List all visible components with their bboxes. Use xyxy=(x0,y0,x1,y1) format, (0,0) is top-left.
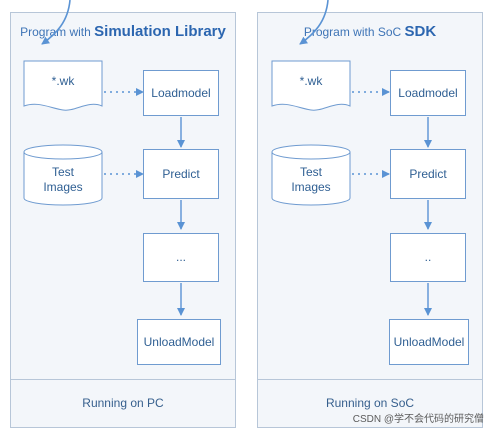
left-predict-box: Predict xyxy=(143,149,219,199)
right-file-label: *.wk xyxy=(299,73,323,88)
left-panel-title: Program with Simulation Library xyxy=(11,23,235,40)
right-footer-label: Running on SoC xyxy=(325,396,415,410)
left-panel-footer: Running on PC xyxy=(11,379,235,427)
csdn-watermark: CSDN @学不会代码的研究僧 xyxy=(352,414,484,425)
right-ellipsis-box: .. xyxy=(390,233,466,282)
right-images-label: Test Images xyxy=(272,159,350,201)
left-footer-label: Running on PC xyxy=(82,396,164,410)
right-panel-footer: Running on SoC xyxy=(258,379,482,427)
left-title-prefix: Program with xyxy=(20,25,95,39)
left-images-label-line1: Test xyxy=(51,165,74,179)
right-loadmodel-box: Loadmodel xyxy=(390,70,466,116)
right-predict-box: Predict xyxy=(390,149,466,199)
left-images-label-line2: Images xyxy=(43,180,83,194)
left-title-strong: Simulation Library xyxy=(94,23,226,40)
right-title-strong: SDK xyxy=(404,23,437,40)
left-unloadmodel-box: UnloadModel xyxy=(137,319,221,365)
left-images-label: Test Images xyxy=(24,159,102,201)
right-title-prefix: Program with SoC xyxy=(303,25,405,39)
right-unloadmodel-box: UnloadModel xyxy=(389,319,469,365)
right-images-label-line1: Test xyxy=(299,165,322,179)
left-file-label: *.wk xyxy=(51,73,75,88)
left-loadmodel-box: Loadmodel xyxy=(143,70,219,116)
left-ellipsis-box: ... xyxy=(143,233,219,282)
right-panel-title: Program with SoC SDK xyxy=(258,23,482,40)
right-images-label-line2: Images xyxy=(291,180,331,194)
